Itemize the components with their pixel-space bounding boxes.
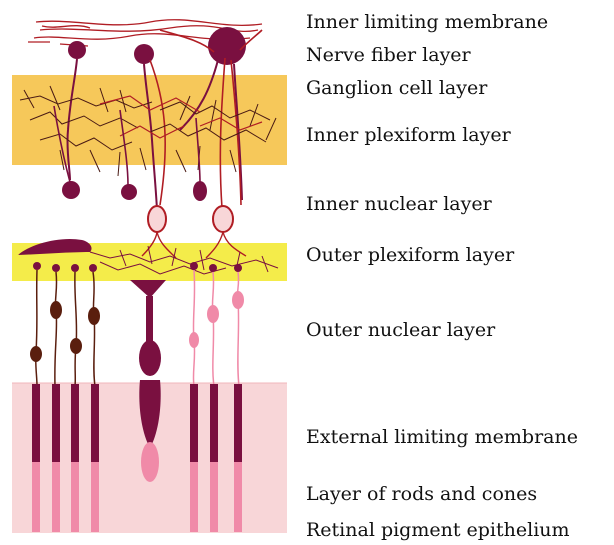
rod-inner-2: [52, 384, 60, 462]
cone-axon: [146, 296, 153, 346]
amacrine-cell-2: [121, 184, 137, 200]
rod-spherule-2: [52, 264, 60, 272]
label-layer-of-rods-and-cones: Layer of rods and cones: [306, 483, 537, 505]
ganglion-cell-1: [68, 41, 86, 59]
rod-spherule-4: [89, 264, 97, 272]
rod-inner-7: [234, 384, 242, 462]
rod-spherule-6: [209, 264, 217, 272]
cone-nucleus-1: [189, 332, 199, 348]
rod-outer-3: [71, 462, 79, 532]
cone-pedicle: [130, 280, 166, 298]
label-outer-nuclear-layer: Outer nuclear layer: [306, 319, 496, 341]
label-ganglion-cell-layer: Ganglion cell layer: [306, 77, 488, 99]
cone-fibers-right: [193, 270, 239, 386]
rod-inner-6: [210, 384, 218, 462]
rod-spherule-7: [234, 264, 242, 272]
rod-outer-4: [91, 462, 99, 532]
layer-labels: Inner limiting membrane Nerve fiber laye…: [306, 11, 578, 541]
rod-spherule-3: [71, 264, 79, 272]
rod-spherule-1: [33, 262, 41, 270]
rod-inner-3: [71, 384, 79, 462]
label-retinal-pigment-epithelium: Retinal pigment epithelium: [306, 519, 570, 541]
rod-outer-7: [234, 462, 242, 532]
amacrine-cells: [62, 181, 207, 201]
label-inner-plexiform-layer: Inner plexiform layer: [306, 124, 512, 146]
rod-nucleus-2: [50, 301, 62, 319]
rod-spherule-5: [190, 262, 198, 270]
rod-inner-5: [190, 384, 198, 462]
cone-nucleus-3: [232, 291, 244, 309]
rod-outer-2: [52, 462, 60, 532]
ganglion-cell-3: [208, 27, 246, 65]
rod-fibers-left: [36, 270, 95, 386]
rod-nucleus-1: [30, 346, 42, 362]
amacrine-cell-3: [193, 181, 207, 201]
rod-nucleus-4: [88, 307, 100, 325]
bipolar-cell-2: [213, 206, 233, 232]
rod-outer-1: [32, 462, 40, 532]
cone-nucleus-2: [207, 305, 219, 323]
label-inner-nuclear-layer: Inner nuclear layer: [306, 193, 493, 215]
ganglion-cells: [68, 27, 246, 65]
rod-outer-6: [210, 462, 218, 532]
rod-inner-1: [32, 384, 40, 462]
cone-outer-segment: [141, 442, 159, 482]
label-external-limiting-membrane: External limiting membrane: [306, 426, 578, 448]
bipolar-cell-1: [148, 206, 166, 232]
rod-nuclei: [30, 301, 100, 362]
cone-nuclei-right: [189, 291, 244, 348]
rod-nucleus-3: [70, 338, 82, 354]
label-inner-limiting-membrane: Inner limiting membrane: [306, 11, 548, 33]
rod-inner-4: [91, 384, 99, 462]
cone-nucleus: [139, 340, 161, 376]
rod-outer-5: [190, 462, 198, 532]
label-nerve-fiber-layer: Nerve fiber layer: [306, 44, 472, 66]
amacrine-cell-1: [62, 181, 80, 199]
label-outer-plexiform-layer: Outer plexiform layer: [306, 244, 515, 266]
bipolar-cells: [148, 206, 233, 232]
